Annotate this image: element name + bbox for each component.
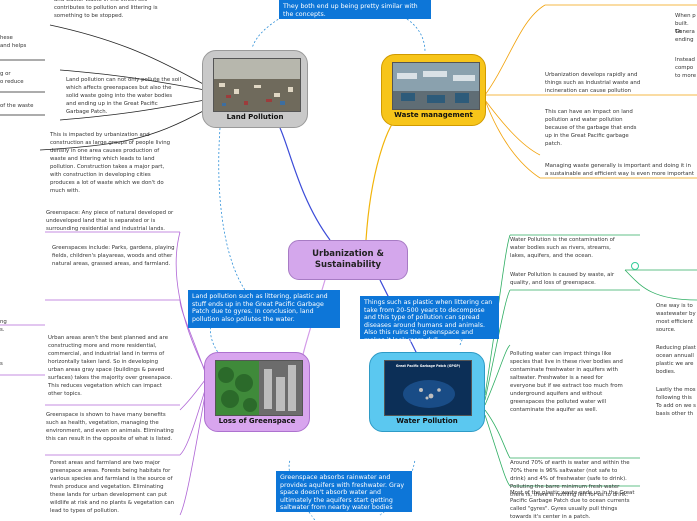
green-note-2: Urban areas aren't the best planned and … (48, 335, 173, 397)
right-fragment-bottom-5: ocean annuall (656, 353, 694, 359)
water-note-4: Most of the plastic waste ends up in the… (510, 490, 635, 520)
node-water-pollution-title: Water Pollution (396, 417, 458, 425)
water-note-0: Water Pollution is the contamination of … (510, 237, 615, 259)
right-fragment-bottom-9: following this (656, 395, 692, 401)
right-fragment-top-3: ending (675, 37, 694, 43)
left-fragment-4: of the waste (0, 103, 34, 109)
green-branches (0, 231, 206, 516)
green-note-1: Greenspaces include: Parks, gardens, pla… (52, 245, 175, 267)
green-note-4: Forest areas and farmland are two major … (50, 460, 175, 514)
right-fragment-bottom-10: To add on we s (656, 403, 696, 409)
garbage-patch-image: Great Pacific Garbage Patch (GPGP) (384, 360, 472, 416)
node-loss-of-greenspace[interactable]: Loss of Greenspace (204, 352, 310, 432)
water-note-3: Around 70% of earth is water and within … (510, 460, 630, 498)
central-topic[interactable]: Urbanization & Sustainability (288, 240, 408, 280)
node-waste-management-title: Waste management (394, 111, 473, 119)
callout-water: Things such as plastic when littering ca… (360, 296, 499, 344)
green-note-3: Greenspace is shown to have many benefit… (46, 412, 174, 442)
right-fragment-bottom-11: basis other th (656, 411, 694, 417)
callout-greenspace: Greenspace absorbs rainwater and provide… (276, 471, 412, 519)
water-branches (484, 234, 697, 487)
right-fragment-top-4: Instead (675, 57, 695, 63)
right-fragment-bottom-7: bodies. (656, 369, 676, 375)
right-fragment-top-5: compo (675, 65, 694, 71)
callout-top: They both end up being pretty similar wi… (279, 0, 431, 19)
waste-note-1: This can have an impact on land pollutio… (545, 109, 637, 147)
left-fragment-3: o reduce (0, 79, 24, 85)
node-land-pollution-title: Land Pollution (226, 113, 284, 121)
waste-branches (484, 4, 697, 179)
node-loss-of-greenspace-title: Loss of Greenspace (218, 417, 296, 425)
water-note-1: Water Pollution is caused by waste, air … (510, 272, 615, 286)
forest-city-image (215, 360, 303, 416)
left-fragment-2: g or (0, 71, 11, 77)
right-fragment-bottom-3: source. (656, 327, 676, 333)
land-branches (0, 24, 206, 151)
left-fragment-7: s (0, 361, 3, 367)
right-fragment-top-2: Genera (675, 29, 695, 35)
node-land-pollution[interactable]: Land Pollution (202, 50, 308, 128)
dashed-top-right (399, 14, 426, 53)
left-fragment-5: ng (0, 319, 7, 325)
green-note-0: Greenspace: Any piece of natural develop… (46, 210, 174, 232)
node-waste-management[interactable]: Waste management (381, 54, 486, 126)
right-fragment-bottom-2: most efficient (656, 319, 694, 325)
left-fragment-6: s. (0, 327, 5, 333)
right-fragment-bottom-8: Lastly the mos (656, 387, 696, 393)
land-note-2: This is impacted by urbanization and con… (50, 132, 171, 194)
land-note-0: and waste. Waste in the street still con… (54, 0, 158, 19)
garbage-patch-caption: Great Pacific Garbage Patch (GPGP) (395, 364, 461, 368)
left-fragment-0: hese (0, 35, 13, 41)
dashed-land-callout (218, 127, 246, 291)
right-fragment-top-1: built. Th (675, 21, 689, 35)
land-note-1: Land pollution can not only pollute the … (66, 77, 182, 115)
factory-image (392, 62, 480, 110)
waste-note-0: Urbanization develops rapidly and things… (545, 72, 641, 94)
node-water-pollution[interactable]: Great Pacific Garbage Patch (GPGP) Water… (369, 352, 485, 432)
landfill-image (213, 58, 301, 112)
right-fragment-bottom-0: One way is to (656, 303, 693, 309)
waste-note-2: Managing waste generally is important an… (545, 163, 694, 177)
right-fragment-bottom-1: wastewater by (656, 311, 696, 317)
right-fragment-bottom-4: Reducing plast (656, 345, 696, 351)
callout-land: Land pollution such as littering, plasti… (188, 290, 340, 328)
expand-handle-water[interactable] (631, 262, 639, 270)
water-note-2: Polluting water can impact things like s… (510, 351, 623, 413)
right-fragment-bottom-6: plastic we are (656, 361, 694, 367)
link-waste (365, 109, 406, 241)
right-fragment-top-0: When p (675, 13, 696, 19)
dashed-top-left (251, 14, 286, 49)
link-land (279, 127, 331, 241)
left-fragment-1: and helps (0, 43, 27, 49)
central-topic-title: Urbanization & Sustainability (312, 249, 384, 270)
right-fragment-top-6: to more (675, 73, 697, 79)
